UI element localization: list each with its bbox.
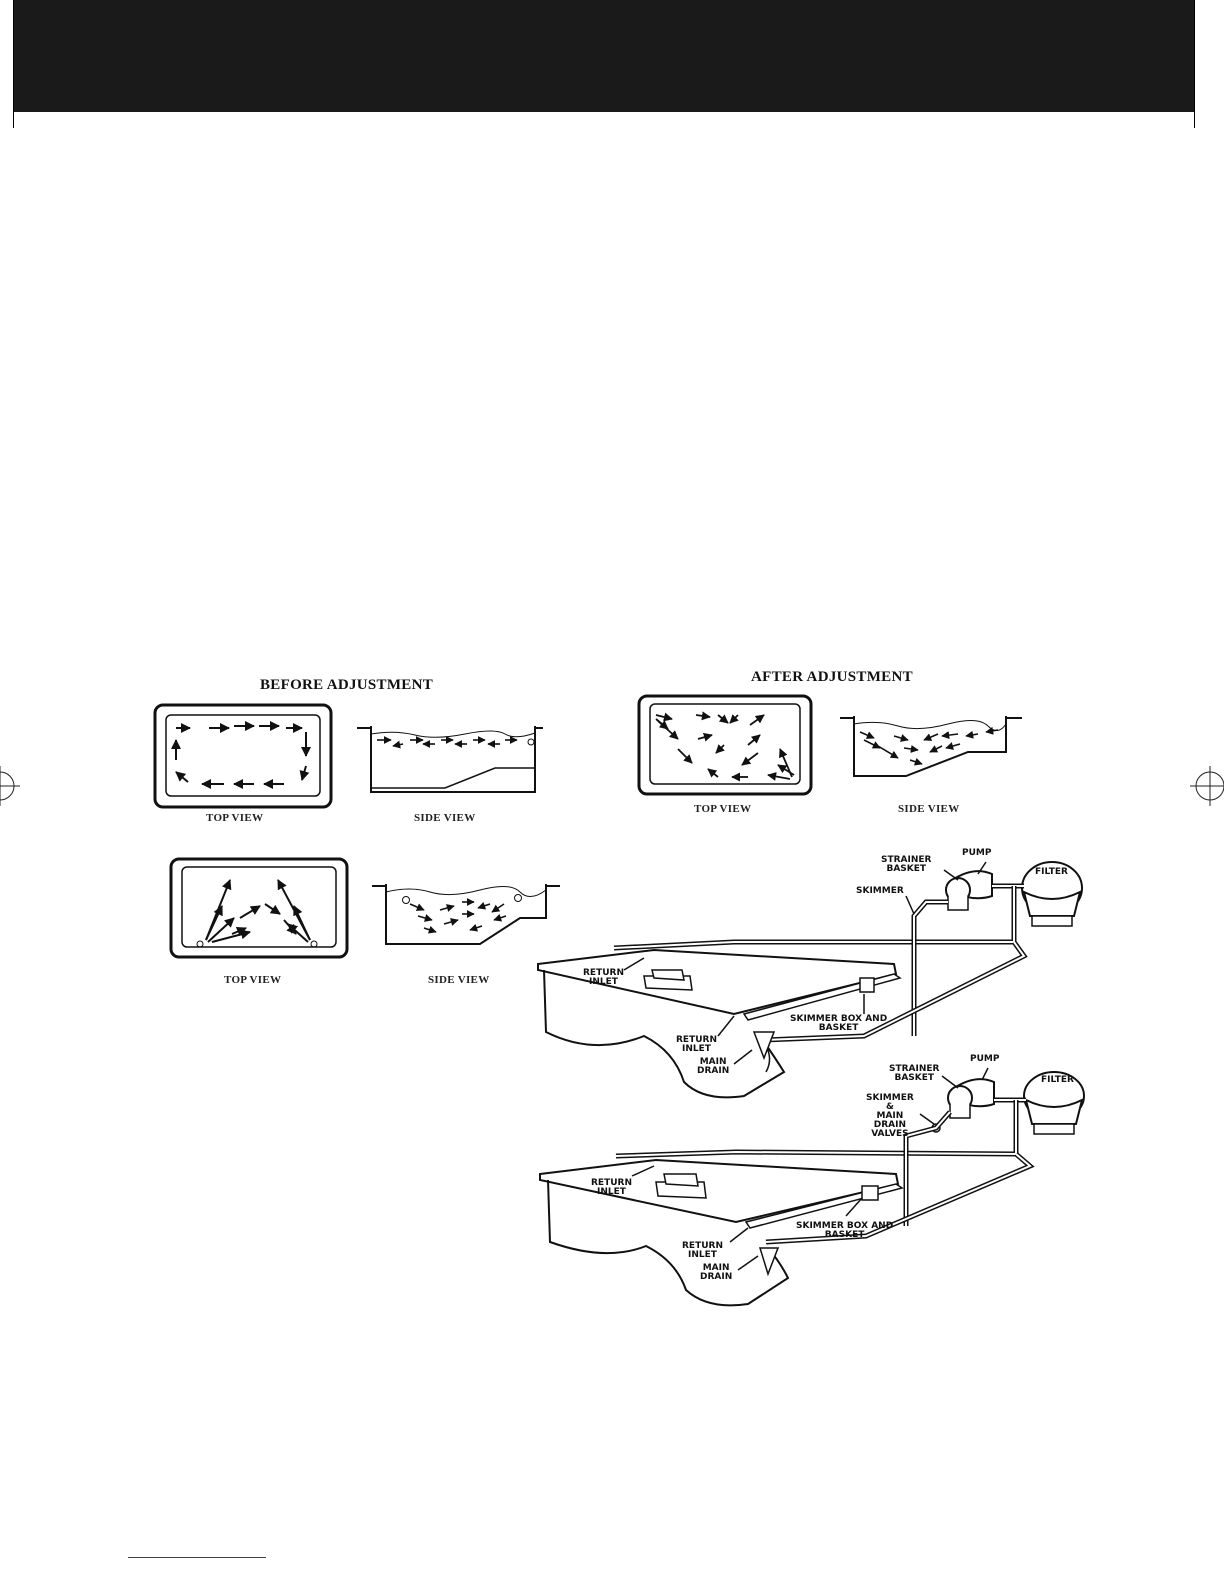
before-top-view-diagram-2 [169,857,349,959]
footer-rule [128,1557,266,1558]
after-adjustment-title: AFTER ADJUSTMENT [751,669,913,685]
before-top-view-caption: TOP VIEW [206,812,264,824]
before-top-view-diagram [153,703,333,809]
before-adjustment-title: BEFORE ADJUSTMENT [260,677,434,693]
after-top-view-caption: TOP VIEW [694,803,752,815]
after-side-view-caption: SIDE VIEW [898,803,960,815]
header-bar [14,0,1194,112]
before-side-view-diagram [357,726,543,793]
before-side-view-diagram-2 [372,884,560,945]
plumbing-diagram-1 [537,861,1083,1099]
before-side-view-caption-2: SIDE VIEW [428,974,490,986]
p1-filter-label: FILTER [1035,867,1068,877]
registration-mark-left [0,766,20,806]
before-top-view-caption-2: TOP VIEW [224,974,282,986]
trim-mark-left [13,0,14,128]
p2-pump-label: PUMP [970,1054,1000,1064]
registration-mark-right [1190,766,1224,806]
before-side-view-caption: SIDE VIEW [414,812,476,824]
after-top-view-diagram [637,694,813,796]
trim-mark-right [1194,0,1195,128]
after-side-view-diagram [840,716,1022,777]
plumbing-diagram-2 [539,1067,1085,1307]
p1-pump-label: PUMP [962,848,992,858]
p2-filter-label: FILTER [1041,1075,1074,1085]
p1-skimmer-label: SKIMMER [856,886,904,896]
